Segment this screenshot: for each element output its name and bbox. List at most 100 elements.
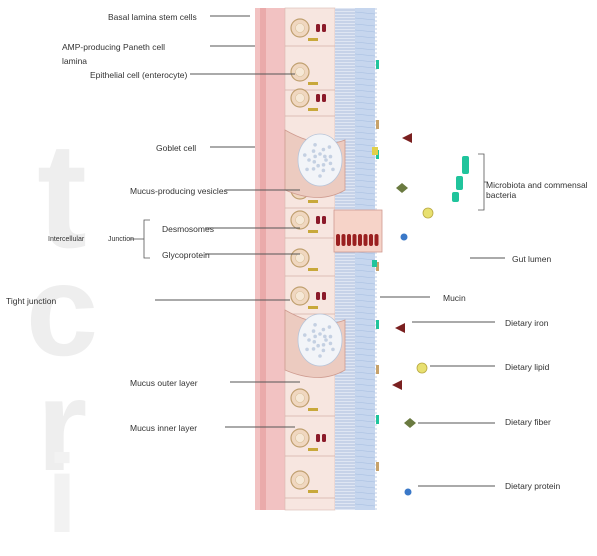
bacterium-icon (456, 176, 463, 190)
nucleolus (296, 24, 305, 33)
glycoprotein-mark (369, 234, 373, 246)
dietary-iron-icon (392, 380, 402, 390)
junction-marker (308, 306, 318, 309)
mucus-vesicle (318, 152, 322, 156)
label-dietary-lipid: Dietary lipid (505, 362, 549, 372)
junction-marker (308, 38, 318, 41)
mucus-vesicle (331, 348, 335, 352)
paneth-granule (316, 94, 320, 102)
mucus-vesicle (329, 162, 333, 166)
dietary-iron-icon (402, 133, 412, 143)
mucus-vesicle (318, 174, 322, 178)
dietary-lipid-icon (417, 363, 427, 373)
paneth-granule (322, 24, 326, 32)
mucin-mark (376, 365, 379, 374)
label-tight-junction: Tight junction (6, 296, 56, 306)
label-gut-lumen: Gut lumen (512, 254, 551, 264)
label-dietary-protein: Dietary protein (505, 481, 560, 491)
paneth-granule (316, 24, 320, 32)
mucus-vesicle (307, 338, 311, 342)
mucus-vesicle (316, 344, 320, 348)
nucleolus (296, 292, 305, 301)
mucus-vesicle (303, 333, 307, 337)
label-glycoprotein: Glycoprotein (162, 250, 210, 260)
basal-lamina-stripe (260, 8, 266, 510)
basal-lamina-band (255, 8, 285, 510)
paneth-granule (316, 434, 320, 442)
goblet-vesicle-cluster (298, 134, 342, 186)
mucus-vesicle (318, 332, 322, 336)
junction-marker (308, 408, 318, 411)
dietary-protein-icon (401, 234, 408, 241)
nucleolus (296, 94, 305, 103)
label-dietary-iron: Dietary iron (505, 318, 548, 328)
dietary-iron-icon (395, 323, 405, 333)
mucin-mark (376, 60, 379, 69)
mucus-vesicle (313, 155, 317, 159)
mucus-vesicle (318, 354, 322, 358)
mucin-mark (376, 320, 379, 329)
nucleolus (296, 216, 305, 225)
paneth-granule (316, 216, 320, 224)
mucin-mark (376, 415, 379, 424)
nucleolus (296, 434, 305, 443)
dietary-protein-icon (405, 489, 412, 496)
dietary-fiber-icon (396, 183, 408, 193)
mucus-vesicle (331, 168, 335, 172)
mucus-vesicle (313, 323, 317, 327)
bacterium-icon (452, 192, 459, 202)
glycoprotein-mark (347, 234, 351, 246)
glycoprotein-mark (358, 234, 362, 246)
nucleolus (296, 254, 305, 263)
mucus-vesicle (328, 145, 332, 149)
mucus-vesicle (305, 348, 309, 352)
microbiota-bracket (478, 154, 484, 210)
mucus-vesicle (324, 338, 328, 342)
mucus-vesicle (312, 149, 316, 153)
junction-marker (308, 200, 318, 203)
label-amp-paneth: AMP-producing Paneth cell (62, 42, 165, 52)
glycoprotein-mark (353, 234, 357, 246)
glycoprotein-mark (342, 234, 346, 246)
mucus-vesicle (312, 347, 316, 351)
junction-marker (308, 490, 318, 493)
junction-marker (308, 448, 318, 451)
mucus-vesicle (307, 158, 311, 162)
junction-marker (308, 108, 318, 111)
mucus-vesicle (324, 158, 328, 162)
mucus-vesicle (312, 329, 316, 333)
mucus-vesicle (305, 168, 309, 172)
paneth-granule (316, 292, 320, 300)
mucus-vesicle (329, 155, 333, 159)
nucleolus (296, 394, 305, 403)
dietary-lipid-icon (423, 208, 433, 218)
mucus-vesicle (328, 325, 332, 329)
label-dietary-fiber: Dietary fiber (505, 417, 551, 427)
mucus-vesicle (312, 167, 316, 171)
dietary-fiber-icon (404, 418, 416, 428)
paneth-granule (322, 292, 326, 300)
label-mucus-inner: Mucus inner layer (130, 423, 197, 433)
junction-marker (308, 230, 318, 233)
mucus-vesicle (313, 143, 317, 147)
label-microbiota: Microbiota and commensal bacteria (486, 180, 590, 200)
mucus-vesicle (322, 169, 326, 173)
mucus-vesicle (329, 335, 333, 339)
label-mucin: Mucin (443, 293, 466, 303)
mucus-vesicle (322, 328, 326, 332)
junction-marker (308, 82, 318, 85)
mucus-vesicle (323, 335, 327, 339)
mucin-mark (376, 462, 379, 471)
goblet-vesicle-cluster (298, 314, 342, 366)
mucus-vesicle (322, 343, 326, 347)
label-lamina: lamina (62, 56, 87, 66)
mucus-vesicle (312, 340, 316, 344)
label-goblet-cell: Goblet cell (156, 143, 196, 153)
label-mucus-outer: Mucus outer layer (130, 378, 198, 388)
glycoprotein-mark (375, 234, 379, 246)
label-epithelial-cell: Epithelial cell (enterocyte) (90, 70, 187, 80)
mucus-vesicle (322, 148, 326, 152)
label-junction: Junction (108, 235, 134, 245)
mucus-vesicle (312, 160, 316, 164)
mucus-vesicle (322, 349, 326, 353)
